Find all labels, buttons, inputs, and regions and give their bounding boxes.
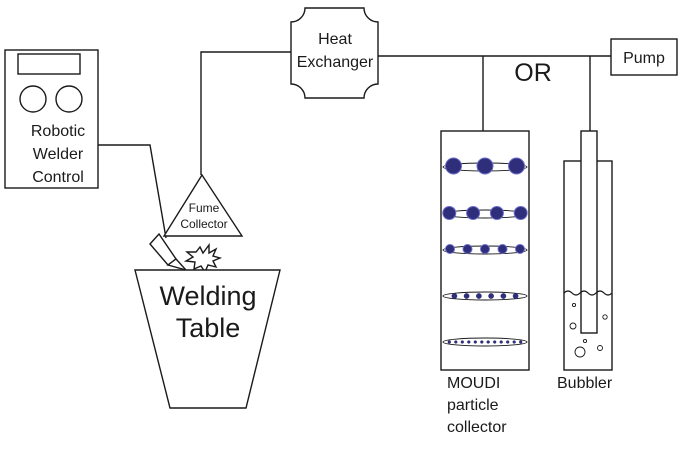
moudi-particle (463, 293, 470, 299)
moudi-particle (489, 206, 504, 220)
moudi-particle (445, 244, 455, 254)
control-label-line1: Robotic (31, 123, 85, 140)
control-cable (98, 144, 167, 239)
fume-duct (200, 51, 291, 175)
moudi-stages (442, 157, 528, 347)
welding-table-label-line1: Welding (159, 281, 256, 311)
control-knob-left (19, 85, 47, 113)
moudi-particle (476, 293, 482, 299)
moudi-particle (488, 293, 494, 299)
heat-exchanger-label-line1: Heat (318, 31, 352, 48)
moudi-particle (513, 206, 528, 220)
bubble (574, 346, 586, 358)
moudi-particle (519, 340, 523, 344)
moudi-stage-plate (442, 291, 528, 301)
moudi-particle (512, 340, 516, 344)
moudi-particle (445, 157, 462, 175)
moudi-particle (442, 206, 457, 220)
moudi-particle (462, 244, 473, 254)
pump: Pump (610, 38, 678, 76)
moudi-particle (454, 340, 458, 344)
moudi-stage-plate (442, 337, 528, 347)
moudi-label-line1: MOUDI (447, 375, 500, 392)
fume-collector-label-line2: Collector (180, 217, 227, 231)
moudi-particle (508, 157, 525, 175)
welding-table-label-line2: Table (176, 313, 241, 343)
pump-label: Pump (623, 50, 665, 67)
moudi-particle (493, 340, 497, 344)
moudi-particle (476, 157, 494, 175)
robotic-welder-control: Robotic Welder Control (4, 49, 99, 189)
bubble (582, 338, 588, 344)
bubbler-inlet-tube (580, 130, 598, 334)
or-label: OR (514, 59, 552, 87)
bubbler: Bubbler (557, 130, 613, 392)
moudi-particle (486, 340, 490, 344)
moudi-particle (500, 293, 507, 299)
moudi-particle (473, 340, 477, 344)
bubble (597, 345, 603, 351)
moudi-particle (512, 293, 519, 299)
bubble (602, 314, 608, 320)
moudi-particle (447, 340, 451, 344)
moudi-particle (506, 340, 510, 344)
moudi-particle (480, 244, 490, 254)
bubble (571, 302, 577, 308)
fume-collector: Fume Collector (162, 173, 244, 237)
control-label-line3: Control (32, 169, 84, 186)
spark-icon (183, 242, 223, 274)
heat-exchanger: Heat Exchanger (290, 7, 379, 99)
control-box (4, 49, 99, 189)
moudi-particle (460, 340, 464, 344)
moudi-collector: MOUDI particle collector (440, 130, 530, 436)
bubble (569, 322, 577, 330)
heat-exchanger-label-line2: Exchanger (297, 54, 374, 71)
moudi-particle (480, 340, 484, 344)
welding-table: Welding Table (134, 269, 281, 409)
moudi-particle (466, 206, 481, 220)
moudi-particle (451, 293, 458, 299)
control-display (17, 53, 81, 75)
moudi-label-line2: particle (447, 397, 499, 414)
fume-collector-label-line1: Fume (189, 201, 220, 215)
moudi-particle (497, 244, 508, 254)
bubbler-label: Bubbler (557, 375, 613, 392)
control-knob-right (55, 85, 83, 113)
bubbler-liquid-surface (563, 290, 613, 296)
welding-torch-icon (149, 232, 189, 272)
control-label-line2: Welder (33, 146, 84, 163)
moudi-particle (499, 340, 503, 344)
moudi-particle (515, 244, 525, 254)
moudi-particle (467, 340, 471, 344)
moudi-label-line3: collector (447, 419, 507, 436)
